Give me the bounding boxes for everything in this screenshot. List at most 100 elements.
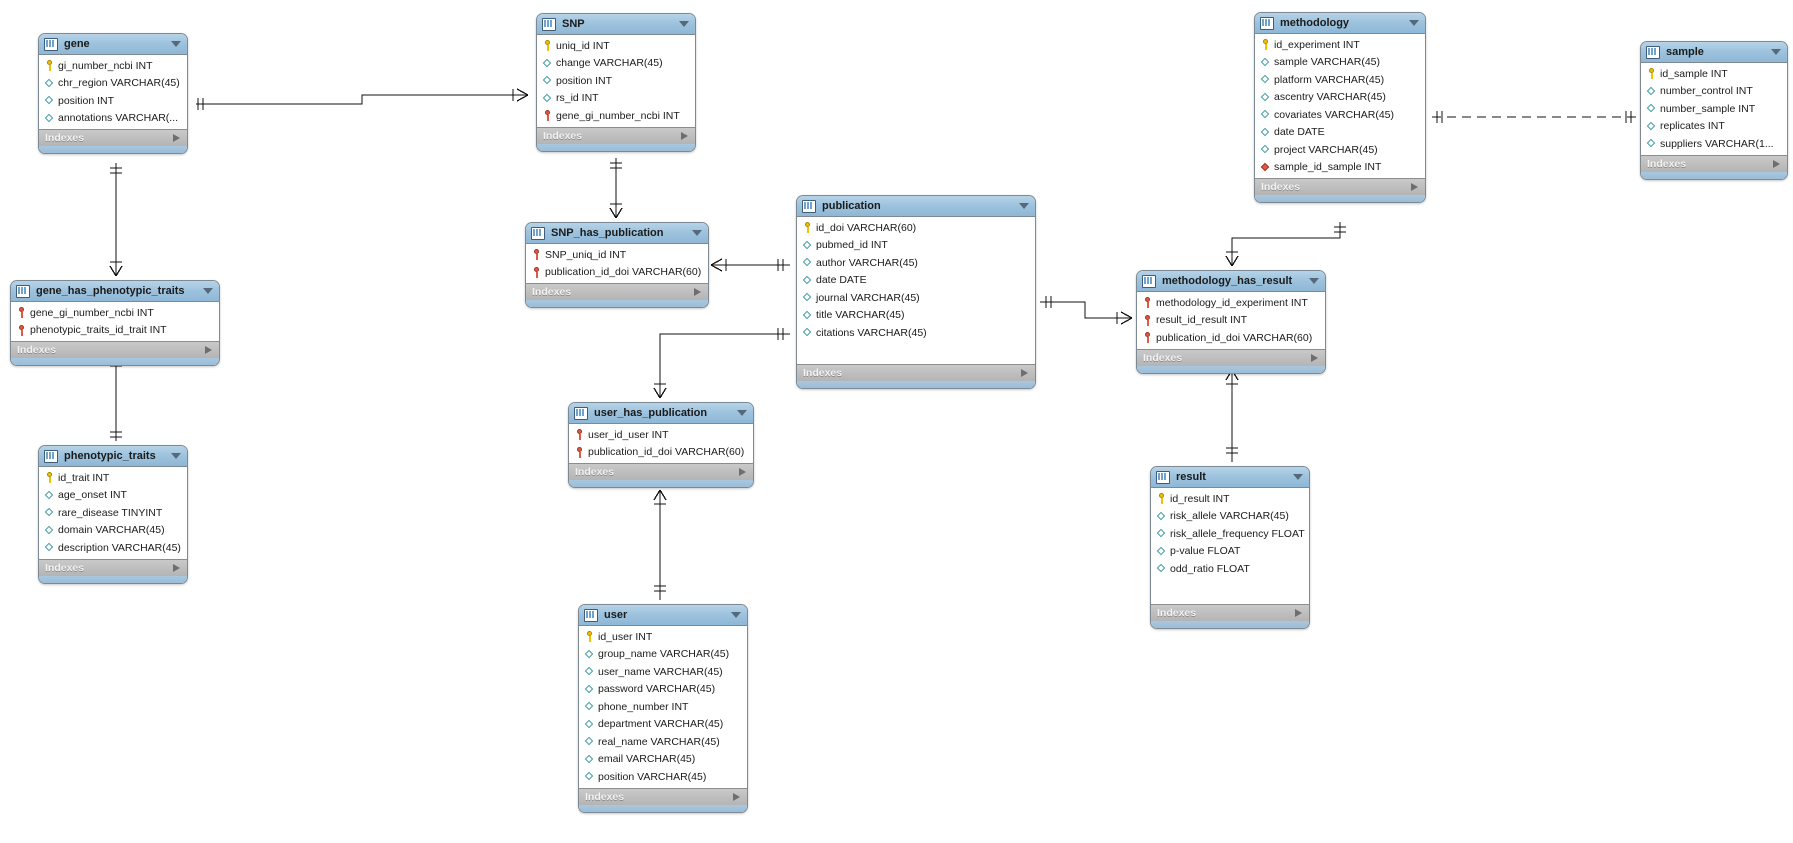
table-column[interactable]: methodology_id_experiment INT bbox=[1137, 294, 1325, 312]
indexes-section-gene[interactable]: Indexes bbox=[39, 129, 187, 146]
indexes-section-user[interactable]: Indexes bbox=[579, 787, 747, 805]
table-column[interactable]: user_id_user INT bbox=[569, 426, 753, 444]
chevron-down-icon[interactable] bbox=[692, 230, 702, 236]
table-column[interactable]: phenotypic_traits_id_trait INT bbox=[11, 322, 219, 340]
table-column[interactable]: date DATE bbox=[1255, 124, 1425, 142]
expand-right-icon[interactable] bbox=[1411, 183, 1418, 191]
table-header-phenotypic_traits[interactable]: phenotypic_traits bbox=[39, 446, 187, 467]
expand-right-icon[interactable] bbox=[173, 563, 180, 572]
table-column[interactable]: number_sample INT bbox=[1641, 100, 1787, 118]
table-publication[interactable]: publication id_doi VARCHAR(60)pubmed_id I… bbox=[796, 195, 1036, 389]
chevron-down-icon[interactable] bbox=[1019, 203, 1029, 209]
table-column[interactable]: sample_id_sample INT bbox=[1255, 159, 1425, 177]
table-column[interactable]: pubmed_id INT bbox=[797, 237, 1035, 255]
table-column[interactable]: position VARCHAR(45) bbox=[579, 768, 747, 786]
indexes-section-phenotypic_traits[interactable]: Indexes bbox=[39, 558, 187, 576]
table-column[interactable]: real_name VARCHAR(45) bbox=[579, 733, 747, 751]
chevron-down-icon[interactable] bbox=[1409, 20, 1419, 26]
chevron-down-icon[interactable] bbox=[1309, 278, 1319, 284]
table-header-user_has_publication[interactable]: user_has_publication bbox=[569, 403, 753, 424]
expand-right-icon[interactable] bbox=[681, 131, 688, 140]
table-column[interactable]: gi_number_ncbi INT bbox=[39, 57, 187, 75]
chevron-down-icon[interactable] bbox=[679, 21, 689, 27]
chevron-down-icon[interactable] bbox=[1771, 49, 1781, 55]
table-header-methodology_has_result[interactable]: methodology_has_result bbox=[1137, 271, 1325, 292]
expand-right-icon[interactable] bbox=[173, 134, 180, 142]
indexes-section-sample[interactable]: Indexes bbox=[1641, 154, 1787, 172]
table-column[interactable]: gene_gi_number_ncbi INT bbox=[537, 107, 695, 125]
table-column[interactable]: author VARCHAR(45) bbox=[797, 254, 1035, 272]
table-header-snp_has_publication[interactable]: SNP_has_publication bbox=[526, 223, 708, 244]
table-column[interactable]: age_onset INT bbox=[39, 487, 187, 505]
chevron-down-icon[interactable] bbox=[731, 612, 741, 618]
table-column[interactable]: SNP_uniq_id INT bbox=[526, 246, 708, 264]
table-column[interactable]: rare_disease TINYINT bbox=[39, 504, 187, 522]
table-column[interactable]: phone_number INT bbox=[579, 698, 747, 716]
table-column[interactable]: id_doi VARCHAR(60) bbox=[797, 219, 1035, 237]
chevron-down-icon[interactable] bbox=[1293, 474, 1303, 480]
table-column[interactable]: number_control INT bbox=[1641, 83, 1787, 101]
table-column[interactable]: publication_id_doi VARCHAR(60) bbox=[569, 444, 753, 462]
table-column[interactable]: id_result INT bbox=[1151, 490, 1309, 508]
table-header-sample[interactable]: sample bbox=[1641, 42, 1787, 63]
table-header-user[interactable]: user bbox=[579, 605, 747, 626]
chevron-down-icon[interactable] bbox=[171, 41, 181, 47]
expand-right-icon[interactable] bbox=[694, 288, 701, 296]
indexes-section-methodology[interactable]: Indexes bbox=[1255, 178, 1425, 195]
table-column[interactable]: journal VARCHAR(45) bbox=[797, 289, 1035, 307]
table-column[interactable]: change VARCHAR(45) bbox=[537, 55, 695, 73]
table-column[interactable]: rs_id INT bbox=[537, 90, 695, 108]
indexes-section-gene_has_phenotypic_traits[interactable]: Indexes bbox=[11, 341, 219, 358]
table-header-snp[interactable]: SNP bbox=[537, 14, 695, 35]
table-column[interactable]: domain VARCHAR(45) bbox=[39, 522, 187, 540]
expand-right-icon[interactable] bbox=[1311, 353, 1318, 362]
table-column[interactable]: email VARCHAR(45) bbox=[579, 751, 747, 769]
table-header-gene_has_phenotypic_traits[interactable]: gene_has_phenotypic_traits bbox=[11, 281, 219, 302]
expand-right-icon[interactable] bbox=[1021, 368, 1028, 377]
indexes-section-methodology_has_result[interactable]: Indexes bbox=[1137, 348, 1325, 366]
expand-right-icon[interactable] bbox=[1295, 608, 1302, 617]
table-column[interactable]: platform VARCHAR(45) bbox=[1255, 71, 1425, 89]
table-column[interactable]: id_trait INT bbox=[39, 469, 187, 487]
table-column[interactable]: result_id_result INT bbox=[1137, 312, 1325, 330]
table-column[interactable]: ascentry VARCHAR(45) bbox=[1255, 89, 1425, 107]
expand-right-icon[interactable] bbox=[739, 468, 746, 476]
indexes-section-result[interactable]: Indexes bbox=[1151, 603, 1309, 621]
table-header-publication[interactable]: publication bbox=[797, 196, 1035, 217]
indexes-section-snp_has_publication[interactable]: Indexes bbox=[526, 283, 708, 300]
table-column[interactable]: id_user INT bbox=[579, 628, 747, 646]
table-header-result[interactable]: result bbox=[1151, 467, 1309, 488]
table-column[interactable]: department VARCHAR(45) bbox=[579, 716, 747, 734]
expand-right-icon[interactable] bbox=[733, 792, 740, 801]
table-column[interactable]: id_experiment INT bbox=[1255, 36, 1425, 54]
table-column[interactable]: chr_region VARCHAR(45) bbox=[39, 75, 187, 93]
table-column[interactable]: covariates VARCHAR(45) bbox=[1255, 106, 1425, 124]
table-column[interactable]: risk_allele_frequency FLOAT bbox=[1151, 525, 1309, 543]
table-header-gene[interactable]: gene bbox=[39, 34, 187, 55]
indexes-section-user_has_publication[interactable]: Indexes bbox=[569, 463, 753, 480]
table-header-methodology[interactable]: methodology bbox=[1255, 13, 1425, 34]
table-column[interactable]: id_sample INT bbox=[1641, 65, 1787, 83]
table-column[interactable]: project VARCHAR(45) bbox=[1255, 141, 1425, 159]
table-column[interactable]: group_name VARCHAR(45) bbox=[579, 646, 747, 664]
expand-right-icon[interactable] bbox=[205, 346, 212, 354]
table-column[interactable]: user_name VARCHAR(45) bbox=[579, 663, 747, 681]
table-column[interactable]: publication_id_doi VARCHAR(60) bbox=[1137, 329, 1325, 347]
table-column[interactable]: publication_id_doi VARCHAR(60) bbox=[526, 264, 708, 282]
table-column[interactable]: suppliers VARCHAR(1... bbox=[1641, 135, 1787, 153]
table-column[interactable]: annotations VARCHAR(... bbox=[39, 110, 187, 128]
table-column[interactable]: p-value FLOAT bbox=[1151, 543, 1309, 561]
table-column[interactable]: description VARCHAR(45) bbox=[39, 539, 187, 557]
indexes-section-snp[interactable]: Indexes bbox=[537, 126, 695, 144]
table-column[interactable]: odd_ratio FLOAT bbox=[1151, 560, 1309, 578]
chevron-down-icon[interactable] bbox=[203, 288, 213, 294]
